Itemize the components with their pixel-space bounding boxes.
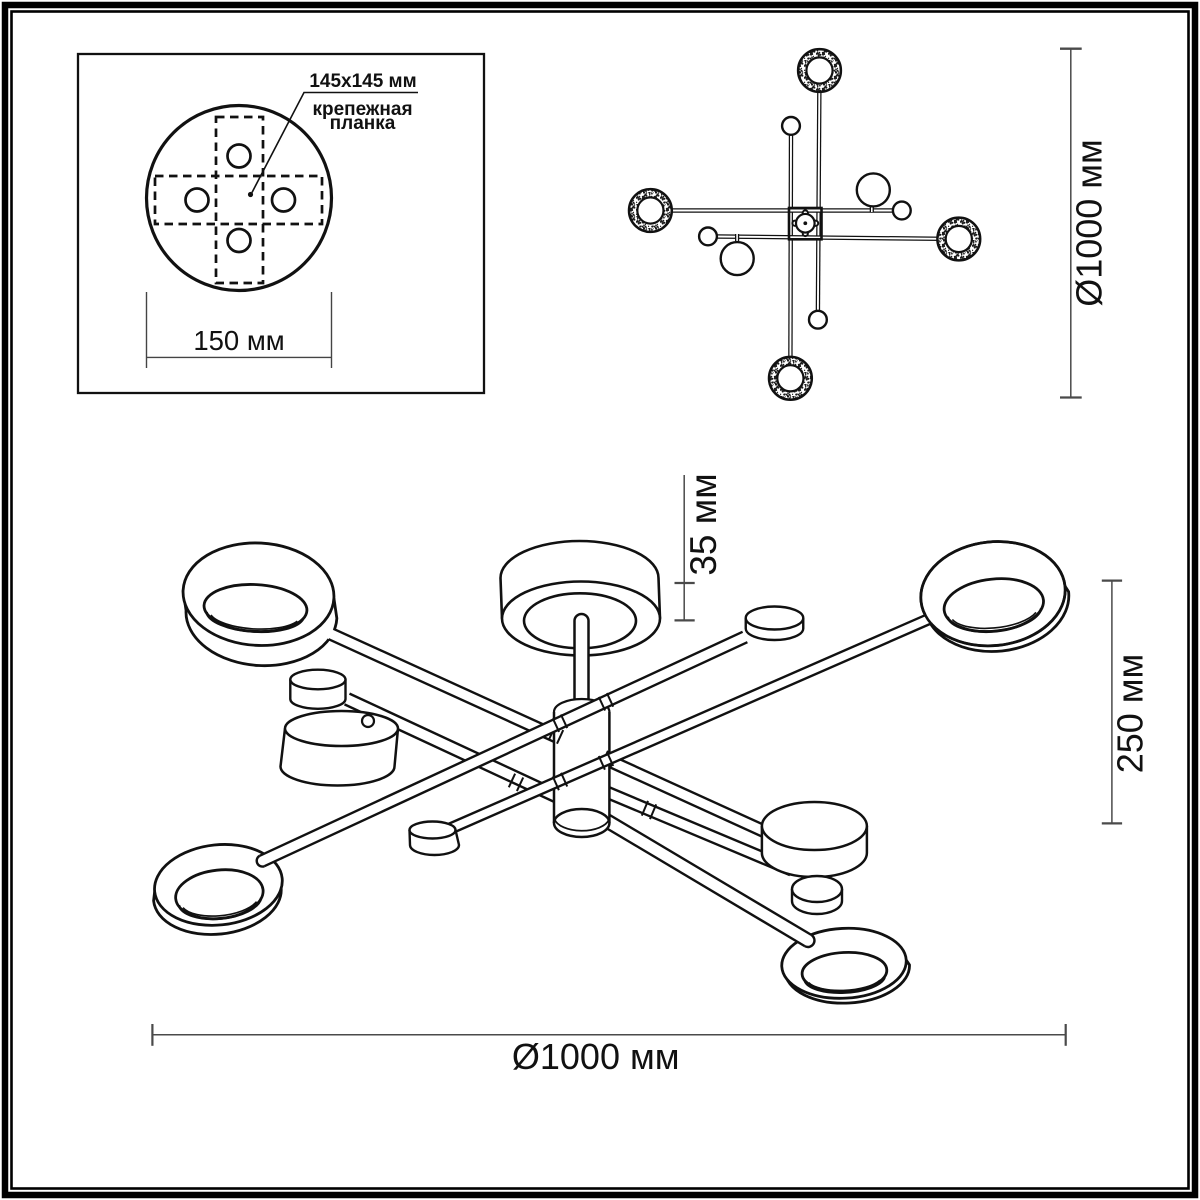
svg-text:Ø1000 мм: Ø1000 мм bbox=[1069, 139, 1110, 307]
svg-text:145x145 мм: 145x145 мм bbox=[309, 71, 416, 92]
svg-text:крепежная: крепежная bbox=[312, 99, 412, 120]
svg-text:планка: планка bbox=[330, 113, 396, 134]
svg-text:Ø1000 мм: Ø1000 мм bbox=[512, 1036, 680, 1077]
svg-text:150 мм: 150 мм bbox=[193, 325, 284, 356]
svg-text:250 мм: 250 мм bbox=[1110, 654, 1151, 774]
svg-text:35 мм: 35 мм bbox=[683, 473, 724, 575]
